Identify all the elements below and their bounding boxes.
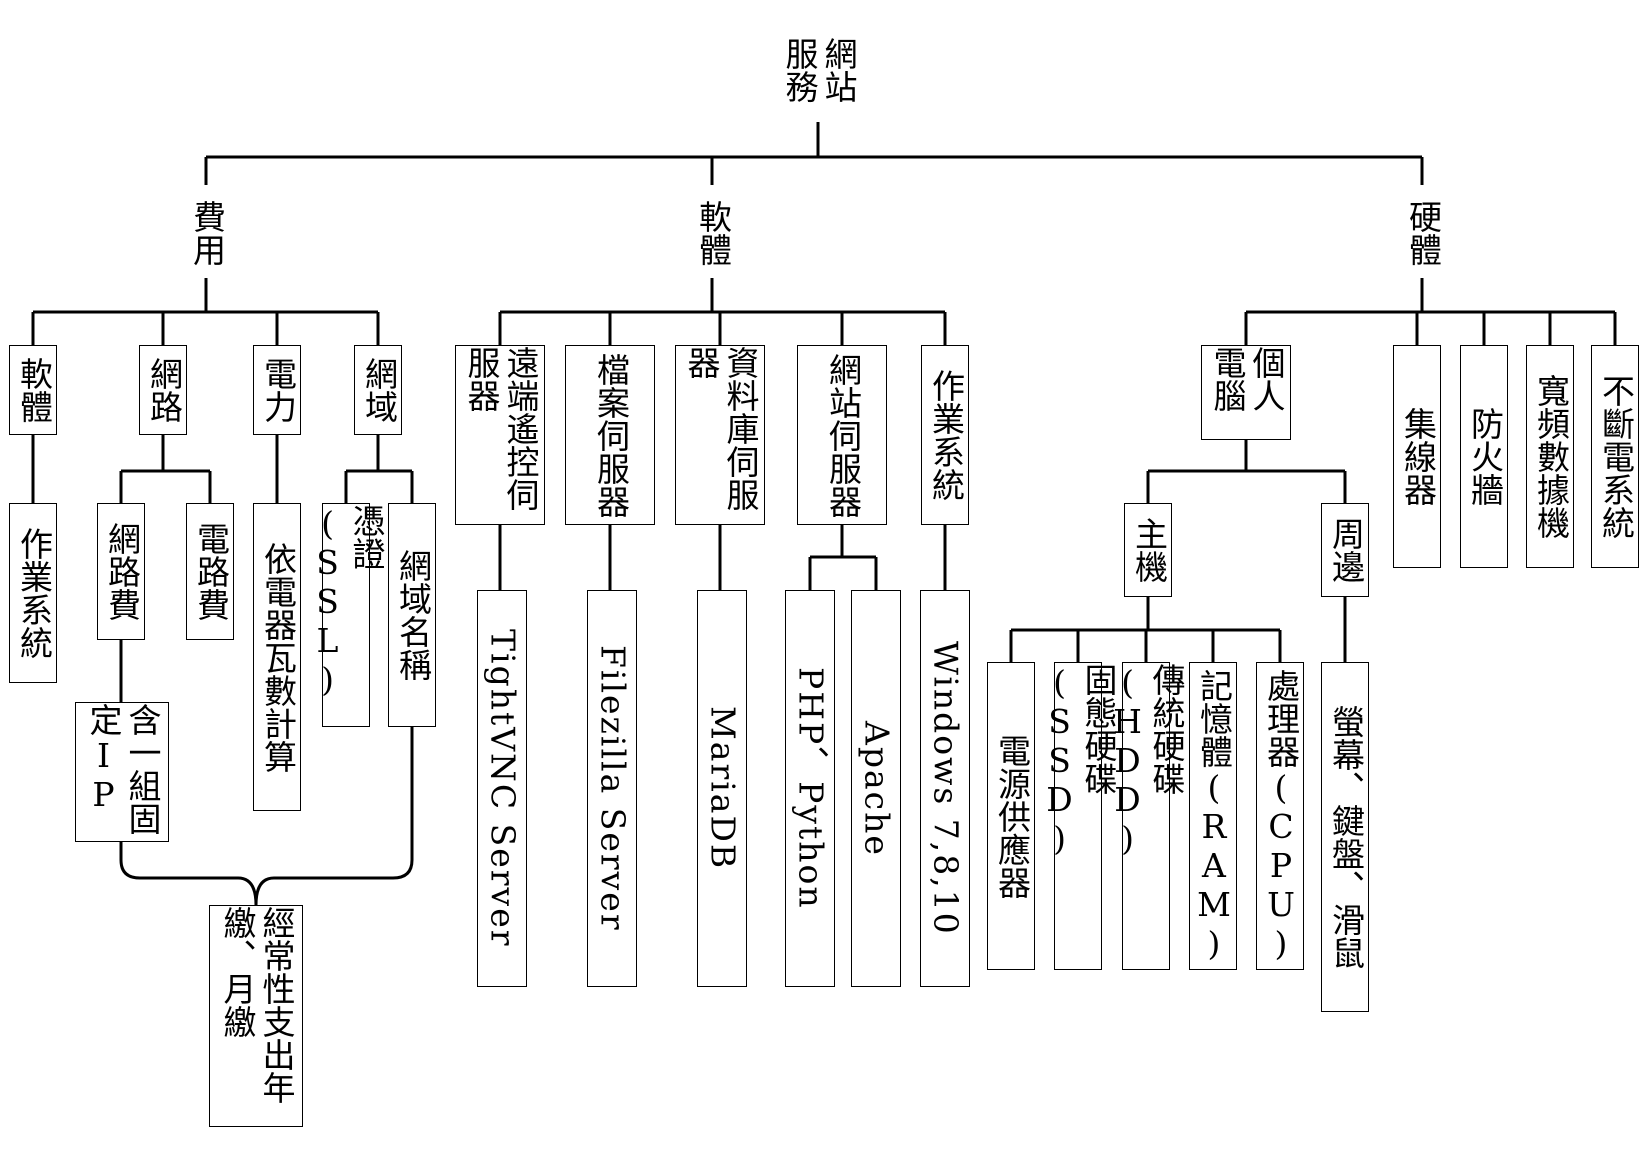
host-part-ssd: 固態硬碟(SSD): [1040, 662, 1118, 970]
remote-server-node: 遠端遙控伺服器: [455, 345, 545, 525]
pc-node: 個人電腦: [1201, 345, 1291, 440]
domain-name-node: 網域名稱: [388, 503, 436, 727]
power-detail-node: 依電器瓦數計算: [253, 503, 301, 811]
host-part-hdd: 傳統硬碟(HDD): [1108, 662, 1186, 970]
os-node: 作業系統: [921, 345, 969, 525]
software-node: 軟體: [688, 188, 736, 278]
hardware-node: 硬體: [1398, 188, 1446, 278]
php-python-node: PHP、Python: [785, 590, 835, 987]
tightvnc-node: TightVNC Server: [477, 590, 527, 987]
host-node: 主機: [1124, 503, 1172, 597]
host-part-psu: 電源供應器: [987, 662, 1035, 970]
firewall-node: 防火牆: [1460, 345, 1508, 568]
mariadb-node: MariaDB: [697, 590, 747, 987]
filezilla-node: Filezilla Server: [587, 590, 637, 987]
database-server-node: 資料庫伺服器: [675, 345, 765, 525]
root-node: 網站服務: [766, 37, 870, 121]
modem-node: 寬頻數據機: [1526, 345, 1574, 568]
recurring-expense-node: 經常性支出年繳、月繳: [209, 905, 303, 1127]
apache-node: Apache: [851, 590, 901, 987]
fixed-ip-node: 含一組固定IP: [75, 702, 169, 842]
cost-domain-node: 網域: [354, 345, 402, 435]
circuit-fee-node: 電路費: [186, 503, 234, 640]
file-server-node: 檔案伺服器: [565, 345, 655, 525]
cost-power-node: 電力: [253, 345, 301, 435]
windows-node: Windows 7,8,10: [920, 590, 970, 987]
ups-node: 不斷電系統: [1591, 345, 1639, 568]
cost-network-node: 網路: [139, 345, 187, 435]
host-part-ram: 記憶體(RAM): [1189, 662, 1237, 970]
ssl-certificate-node: 憑證(SSL): [308, 503, 386, 727]
switch-node: 集線器: [1393, 345, 1441, 568]
web-server-node: 網站伺服器: [797, 345, 887, 525]
network-fee-node: 網路費: [97, 503, 145, 640]
cost-software-os-node: 作業系統: [9, 503, 57, 683]
host-part-cpu: 處理器(CPU): [1256, 662, 1304, 970]
cost-software-node: 軟體: [9, 345, 57, 435]
peripheral-items-node: 螢幕、鍵盤、滑鼠: [1321, 662, 1369, 1012]
peripheral-node: 周邊: [1321, 503, 1369, 597]
cost-node: 費用: [182, 188, 230, 278]
